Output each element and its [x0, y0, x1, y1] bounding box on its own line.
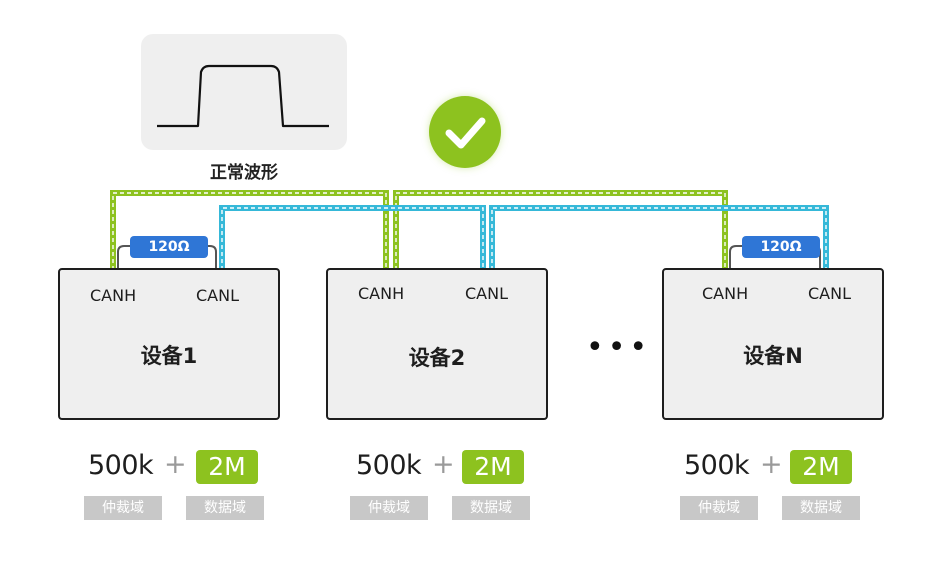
device-n-arbitration-tag: 仲裁域	[680, 496, 758, 520]
canl-bus-line	[219, 205, 829, 270]
check-icon	[429, 96, 501, 168]
device-1-canh-label: CANH	[90, 286, 137, 305]
device-n-canh-label: CANH	[702, 284, 749, 303]
device-1-data-tag: 数据域	[186, 496, 264, 520]
device-n-data-rate: 2M	[790, 450, 852, 484]
device-2-canh-label: CANH	[358, 284, 405, 303]
device-2-plus: +	[432, 449, 455, 480]
device-n-arbitration-rate: 500k	[684, 450, 750, 481]
more-devices-ellipsis: •••	[586, 330, 652, 365]
device-2-canl-label: CANL	[465, 284, 508, 303]
device-n-box	[662, 268, 884, 420]
device-2-arbitration-tag: 仲裁域	[350, 496, 428, 520]
waveform-panel	[141, 34, 347, 150]
waveform-caption: 正常波形	[210, 163, 278, 183]
device-n-name: 设备N	[743, 344, 803, 368]
device-2-name: 设备2	[408, 346, 466, 370]
device-2-data-rate: 2M	[462, 450, 524, 484]
device-2-box	[326, 268, 548, 420]
device-1-box	[58, 268, 280, 420]
device-1-canl-label: CANL	[196, 286, 239, 305]
device-1-data-rate: 2M	[196, 450, 258, 484]
termination-resistor-n: 120Ω	[742, 236, 820, 258]
device-2-data-tag: 数据域	[452, 496, 530, 520]
termination-resistor-1: 120Ω	[130, 236, 208, 258]
device-1-arbitration-tag: 仲裁域	[84, 496, 162, 520]
device-1-name: 设备1	[140, 344, 198, 368]
device-2-arbitration-rate: 500k	[356, 450, 422, 481]
device-1-arbitration-rate: 500k	[88, 450, 154, 481]
device-1-plus: +	[164, 449, 187, 480]
device-n-canl-label: CANL	[808, 284, 851, 303]
waveform-graph	[157, 64, 329, 128]
canh-bus-line	[110, 190, 728, 270]
device-n-data-tag: 数据域	[782, 496, 860, 520]
device-n-plus: +	[760, 449, 783, 480]
